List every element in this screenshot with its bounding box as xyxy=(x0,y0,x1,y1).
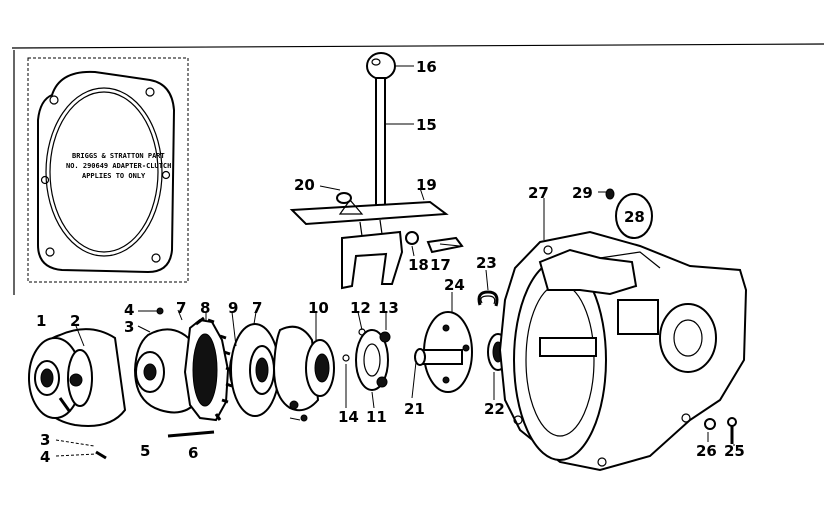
gasket-text-line-3: APPLIES TO ONLY xyxy=(82,172,146,180)
callout-9: 9 xyxy=(228,299,238,317)
callout-14: 14 xyxy=(338,408,359,426)
callout-16: 16 xyxy=(416,58,437,76)
leader-lines xyxy=(55,65,735,457)
callout-26: 26 xyxy=(696,442,717,460)
callout-13: 13 xyxy=(378,299,399,317)
callout-4a: 4 xyxy=(124,301,134,319)
callout-4b: 4 xyxy=(40,448,50,466)
part-snap-ring xyxy=(477,290,499,307)
callout-6: 6 xyxy=(188,444,198,462)
callout-1: 1 xyxy=(36,312,46,330)
callout-10: 10 xyxy=(308,299,329,317)
callout-11: 11 xyxy=(366,408,387,426)
callout-17: 17 xyxy=(430,256,451,274)
callout-3a: 3 xyxy=(124,318,134,336)
callout-15: 15 xyxy=(416,116,437,134)
part-clutch-drum xyxy=(28,328,127,427)
callout-21: 21 xyxy=(404,400,425,418)
callout-25: 25 xyxy=(724,442,745,460)
callout-23: 23 xyxy=(476,254,497,272)
part-disc xyxy=(230,323,280,417)
callout-19: 19 xyxy=(416,176,437,194)
part-shift-collar xyxy=(272,325,335,422)
gasket-inset: BRIGGS & STRATTON PART NO. 290649 ADAPTE… xyxy=(27,57,189,283)
callout-27: 27 xyxy=(528,184,549,202)
callout-20: 20 xyxy=(294,176,315,194)
frame-top-line xyxy=(11,43,825,49)
callout-22: 22 xyxy=(484,400,505,418)
callout-24: 24 xyxy=(444,276,465,294)
part-shift-lever xyxy=(289,52,464,290)
gasket-text-line-2: NO. 290649 ADAPTER-CLUTCH xyxy=(66,162,171,170)
part-housing xyxy=(498,230,748,472)
part-gear xyxy=(183,316,233,422)
callout-12: 12 xyxy=(350,299,371,317)
part-bolt-washer xyxy=(704,417,737,444)
callout-7b: 7 xyxy=(252,299,262,317)
callout-7a: 7 xyxy=(176,299,186,317)
part-cover-plate xyxy=(605,188,653,239)
callout-28: 28 xyxy=(624,208,645,226)
callout-8: 8 xyxy=(200,299,210,317)
callout-18: 18 xyxy=(408,256,429,274)
callout-labels: 1 2 3 4 3 4 5 6 7 8 9 7 10 12 13 11 14 1… xyxy=(36,58,745,466)
callout-29: 29 xyxy=(572,184,593,202)
callout-5: 5 xyxy=(140,442,150,460)
part-flange-shaft xyxy=(414,311,473,393)
callout-3b: 3 xyxy=(40,431,50,449)
part-hub xyxy=(133,328,200,414)
part-bearing-ring xyxy=(342,328,391,391)
gasket-text-line-1: BRIGGS & STRATTON PART xyxy=(72,152,165,160)
callout-2: 2 xyxy=(70,312,80,330)
